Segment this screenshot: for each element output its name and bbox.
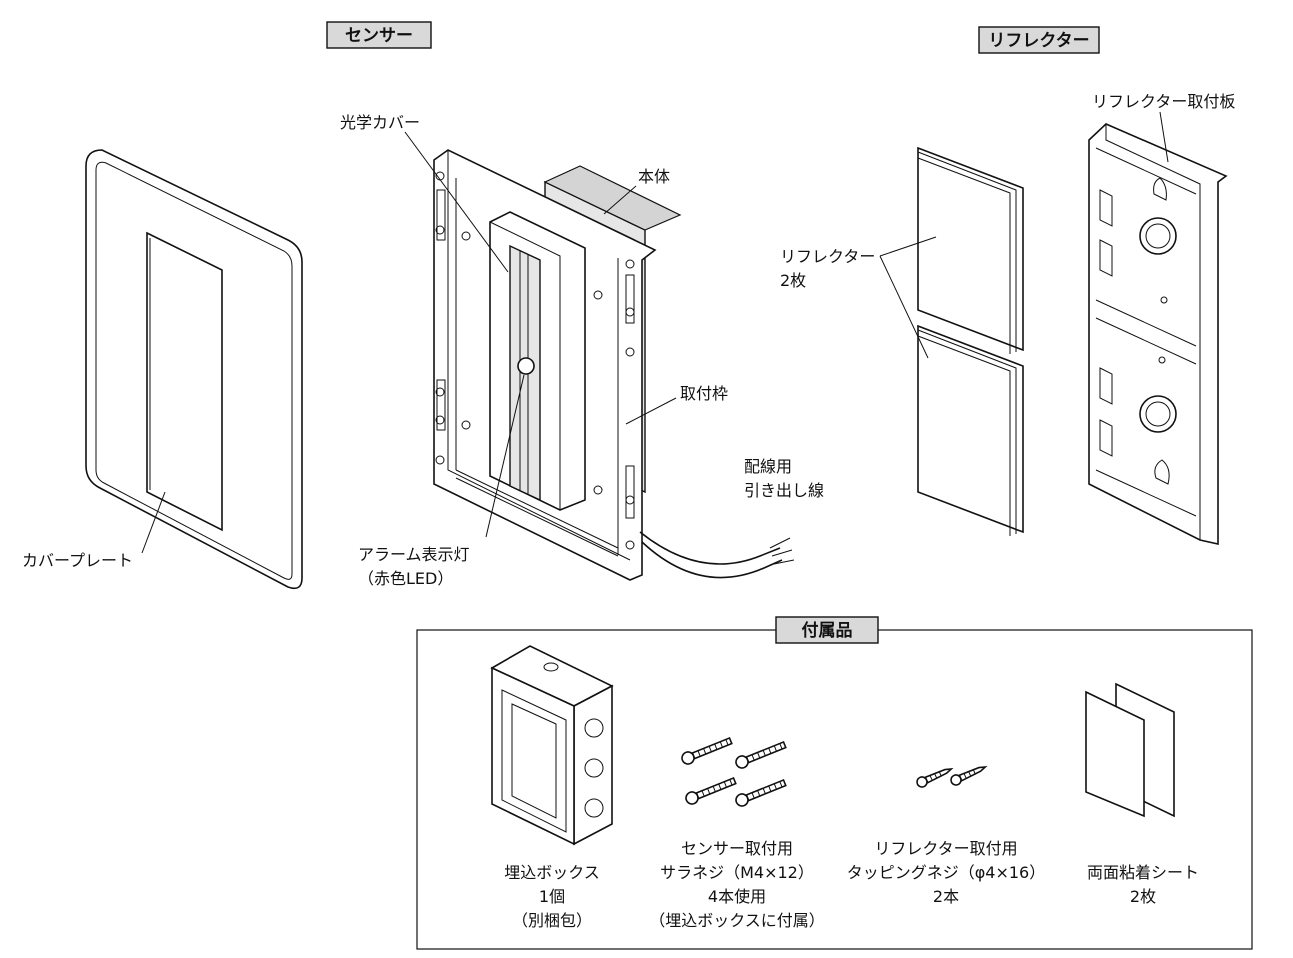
caption-line: リフレクター取付用 [874, 839, 1017, 858]
caption-adhesive-sheets: 両面粘着シート 2枚 [1087, 863, 1199, 906]
m4-screws-drawing [681, 736, 787, 807]
caption-m4-screws: センサー取付用 サラネジ（M4×12） 4本使用 （埋込ボックスに付属） [649, 839, 825, 930]
reflector-header: リフレクター [978, 26, 1100, 54]
cover-plate-drawing [85, 149, 303, 590]
embedding-box-drawing [490, 645, 614, 846]
caption-line: 2本 [933, 887, 959, 906]
sensor-header-text: センサー [345, 26, 413, 46]
caption-line: タッピングネジ（φ4×16） [847, 863, 1046, 882]
sensor-drawing [433, 149, 795, 581]
tapping-screws-drawing [916, 765, 988, 788]
alarm-lamp-label-2: （赤色LED） [358, 569, 453, 588]
adhesive-sheets-drawing [1085, 682, 1175, 818]
caption-line: 1個 [539, 887, 565, 906]
mounting-frame-label: 取付枠 [680, 384, 728, 403]
reflector-plate-drawing [1088, 123, 1228, 545]
accessories-header-text: 付属品 [802, 620, 853, 641]
caption-line: 両面粘着シート [1087, 863, 1199, 882]
accessories-box: 付属品 [416, 616, 1253, 950]
body-label: 本体 [638, 167, 670, 186]
caption-line: センサー取付用 [681, 839, 793, 858]
leader-lines [141, 111, 1169, 554]
caption-embedding-box: 埋込ボックス 1個 （別梱包） [504, 863, 600, 930]
caption-line: 4本使用 [708, 887, 766, 906]
caption-line: サラネジ（M4×12） [660, 863, 814, 882]
caption-tapping-screws: リフレクター取付用 タッピングネジ（φ4×16） 2本 [847, 839, 1046, 906]
caption-line: 埋込ボックス [504, 863, 600, 882]
caption-line: 2枚 [1130, 887, 1156, 906]
sensor-header: センサー [326, 21, 432, 49]
reflector-plate-label: リフレクター取付板 [1092, 92, 1235, 111]
reflector-header-text: リフレクター [988, 31, 1089, 51]
reflector-label-1: リフレクター [780, 247, 875, 266]
wiring-lead-label-2: 引き出し線 [744, 481, 824, 500]
reflector-drawing [917, 146, 1024, 536]
caption-line: （別梱包） [512, 911, 592, 930]
reflector-label-2: 2枚 [780, 271, 806, 290]
alarm-lamp-label-1: アラーム表示灯 [358, 545, 470, 564]
optical-cover-label: 光学カバー [340, 113, 420, 132]
wiring-lead-label-1: 配線用 [744, 457, 792, 476]
caption-line: （埋込ボックスに付属） [649, 911, 825, 930]
cover-plate-label: カバープレート [22, 551, 133, 570]
